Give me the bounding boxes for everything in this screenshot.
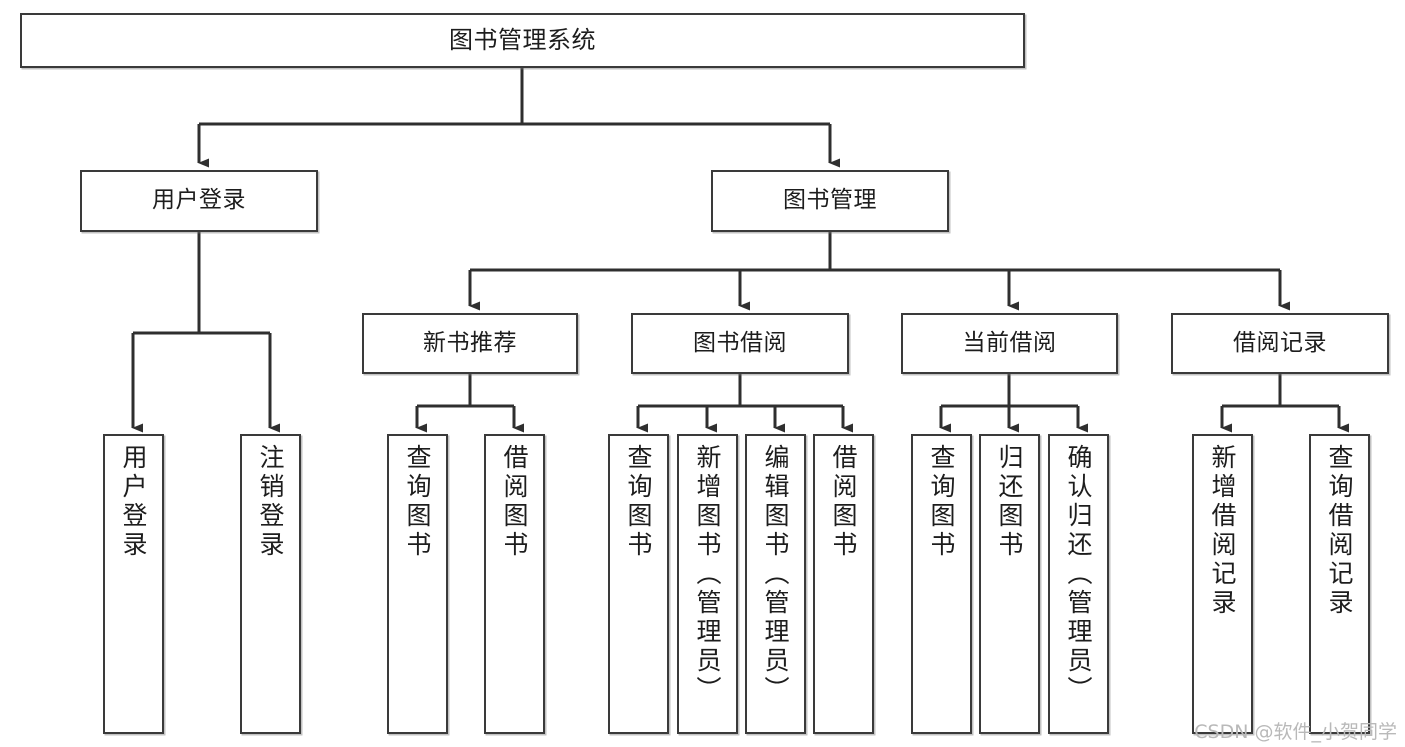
leaf-edit-book-admin[interactable]: 编辑图书（管理员） [745,434,806,734]
node-label: 新书推荐 [423,329,517,356]
node-label: 借阅图书 [500,444,529,560]
node-new-book-recommend[interactable]: 新书推荐 [362,313,578,374]
node-label: 图书管理系统 [449,26,596,55]
node-user-login[interactable]: 用户登录 [80,170,318,232]
leaf-add-book-admin[interactable]: 新增图书（管理员） [677,434,738,734]
node-label: 注销登录 [256,444,285,560]
node-book-management[interactable]: 图书管理 [711,170,949,232]
leaf-query-books-recommend[interactable]: 查询图书 [387,434,448,734]
leaf-borrow-book[interactable]: 借阅图书 [813,434,874,734]
leaf-query-borrow-record[interactable]: 查询借阅记录 [1309,434,1370,734]
watermark-text: CSDN @软件_小贺同学 [1194,721,1397,743]
leaf-return-book[interactable]: 归还图书 [979,434,1040,734]
node-label: 当前借阅 [962,329,1057,356]
node-label: 查询图书 [403,444,432,560]
leaf-confirm-return-admin[interactable]: 确认归还（管理员） [1048,434,1109,734]
leaf-query-books-borrow[interactable]: 查询图书 [608,434,669,734]
node-label: 确认归还（管理员） [1064,444,1093,705]
node-label: 归还图书 [995,444,1024,560]
node-label: 查询图书 [927,444,956,560]
node-label: 用户登录 [119,444,148,560]
node-label: 新增图书（管理员） [693,444,722,705]
node-borrow-records[interactable]: 借阅记录 [1171,313,1389,374]
node-label: 查询借阅记录 [1325,444,1354,618]
leaf-query-books-current[interactable]: 查询图书 [911,434,972,734]
node-root-system[interactable]: 图书管理系统 [20,13,1025,68]
node-book-borrow[interactable]: 图书借阅 [631,313,849,374]
leaf-borrow-books-recommend[interactable]: 借阅图书 [484,434,545,734]
node-current-borrow[interactable]: 当前借阅 [901,313,1118,374]
node-label: 编辑图书（管理员） [761,444,790,705]
node-label: 图书管理 [783,187,877,214]
node-label: 图书借阅 [693,329,787,356]
leaf-user-logout[interactable]: 注销登录 [240,434,301,734]
leaf-user-login[interactable]: 用户登录 [103,434,164,734]
node-label: 用户登录 [152,187,246,214]
node-label: 借阅记录 [1233,329,1327,356]
node-label: 查询图书 [624,444,653,560]
node-label: 借阅图书 [829,444,858,560]
node-label: 新增借阅记录 [1208,444,1237,618]
leaf-add-borrow-record[interactable]: 新增借阅记录 [1192,434,1253,734]
